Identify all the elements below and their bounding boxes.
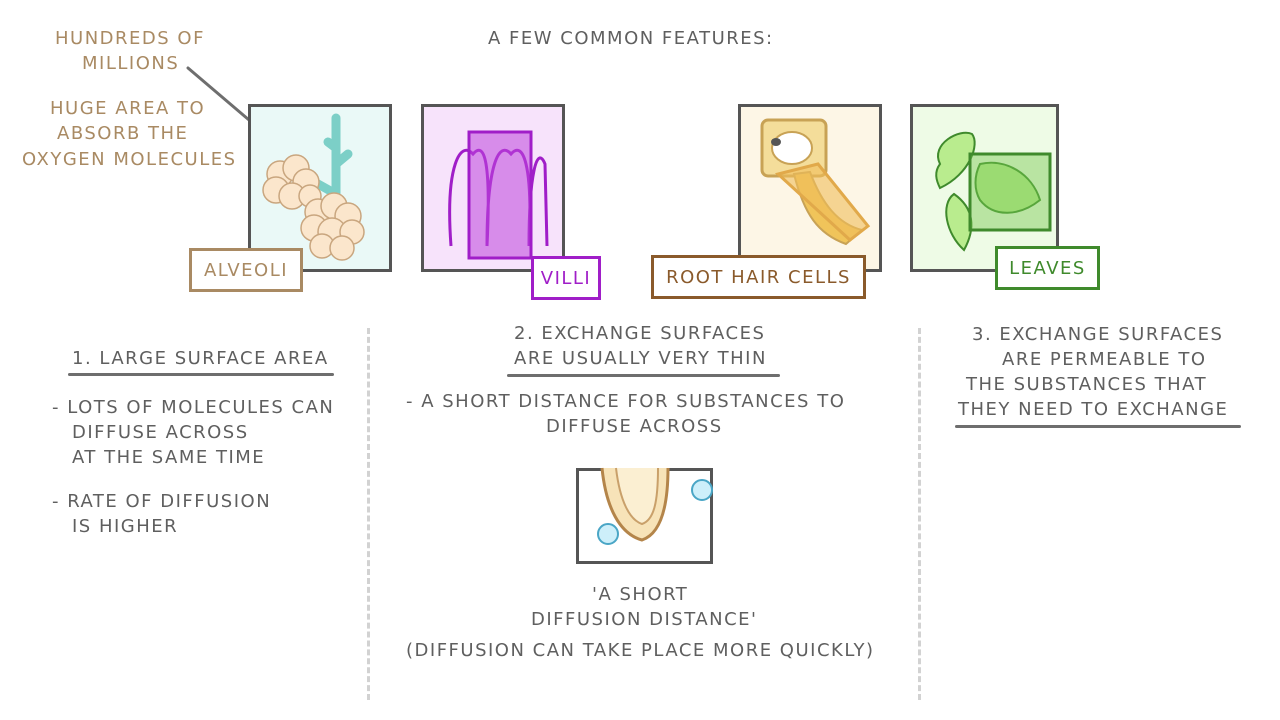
alveoli-label-text: ALVEOLI [203, 259, 289, 281]
section2-quote-line2: DIFFUSION DISTANCE' [531, 609, 758, 630]
section1-heading: 1. LARGE SURFACE AREA [72, 348, 329, 369]
section1-bullet2-line2: IS HIGHER [72, 516, 179, 537]
note-absorb-the: ABSORB THE [57, 123, 189, 144]
leaves-illustration [935, 131, 1052, 252]
diffusion-distance-panel [576, 467, 713, 564]
section1-underline [68, 373, 334, 376]
column-divider-right [918, 328, 921, 700]
section2-heading-line2: ARE USUALLY VERY THIN [514, 348, 767, 369]
section3-heading-line1: 3. EXCHANGE SURFACES [972, 324, 1224, 345]
root-hair-illustration [760, 118, 871, 246]
section1-bullet2-line1: - RATE OF DIFFUSION [52, 491, 272, 512]
section3-heading-line2: ARE PERMEABLE TO [1002, 349, 1207, 370]
leaves-panel [910, 104, 1059, 272]
section1-bullet1-line1: - LOTS OF MOLECULES CAN [52, 397, 335, 418]
root-hair-label: ROOT HAIR CELLS [651, 255, 866, 299]
alveoli-panel [248, 104, 392, 272]
section2-note: (DIFFUSION CAN TAKE PLACE MORE QUICKLY) [406, 640, 875, 661]
root-hair-label-text: ROOT HAIR CELLS [666, 266, 851, 288]
leaves-label: LEAVES [995, 246, 1100, 290]
note-huge-area: HUGE AREA TO [50, 98, 206, 119]
villi-label-text: VILLI [540, 267, 592, 289]
section2-bullet-line2: DIFFUSE ACROSS [546, 416, 723, 437]
root-hair-panel [738, 104, 882, 272]
section3-heading-line4: THEY NEED TO EXCHANGE [958, 399, 1229, 420]
diffusion-distance-illustration [597, 467, 713, 545]
section2-bullet-line1: - A SHORT DISTANCE FOR SUBSTANCES TO [406, 391, 846, 412]
section1-bullet1-line3: AT THE SAME TIME [72, 447, 266, 468]
note-millions: MILLIONS [82, 53, 180, 74]
villi-illustration [448, 130, 549, 260]
villi-label: VILLI [531, 256, 601, 300]
section2-quote-line1: 'A SHORT [592, 584, 689, 605]
column-divider-left [367, 328, 370, 700]
section3-underline [955, 425, 1241, 428]
note-hundreds-of: HUNDREDS OF [55, 28, 205, 49]
section2-underline [507, 374, 780, 377]
section1-bullet1-line2: DIFFUSE ACROSS [72, 422, 249, 443]
villi-panel [421, 104, 565, 272]
alveoli-illustration [262, 113, 365, 261]
leaves-label-text: LEAVES [1009, 257, 1086, 279]
alveoli-label: ALVEOLI [189, 248, 303, 292]
section2-heading-line1: 2. EXCHANGE SURFACES [514, 323, 766, 344]
section3-heading-line3: THE SUBSTANCES THAT [966, 374, 1208, 395]
note-oxygen-molecules: OXYGEN MOLECULES [22, 149, 237, 170]
page-title: A FEW COMMON FEATURES: [488, 28, 774, 49]
